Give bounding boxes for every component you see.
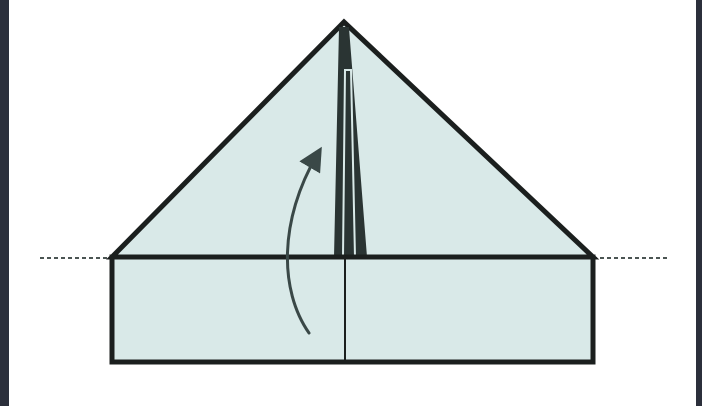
folded-band <box>112 257 593 362</box>
diagram-canvas <box>9 0 696 406</box>
right-frame-border <box>696 0 702 406</box>
left-frame-border <box>0 0 9 406</box>
fold-diagram <box>9 0 696 406</box>
